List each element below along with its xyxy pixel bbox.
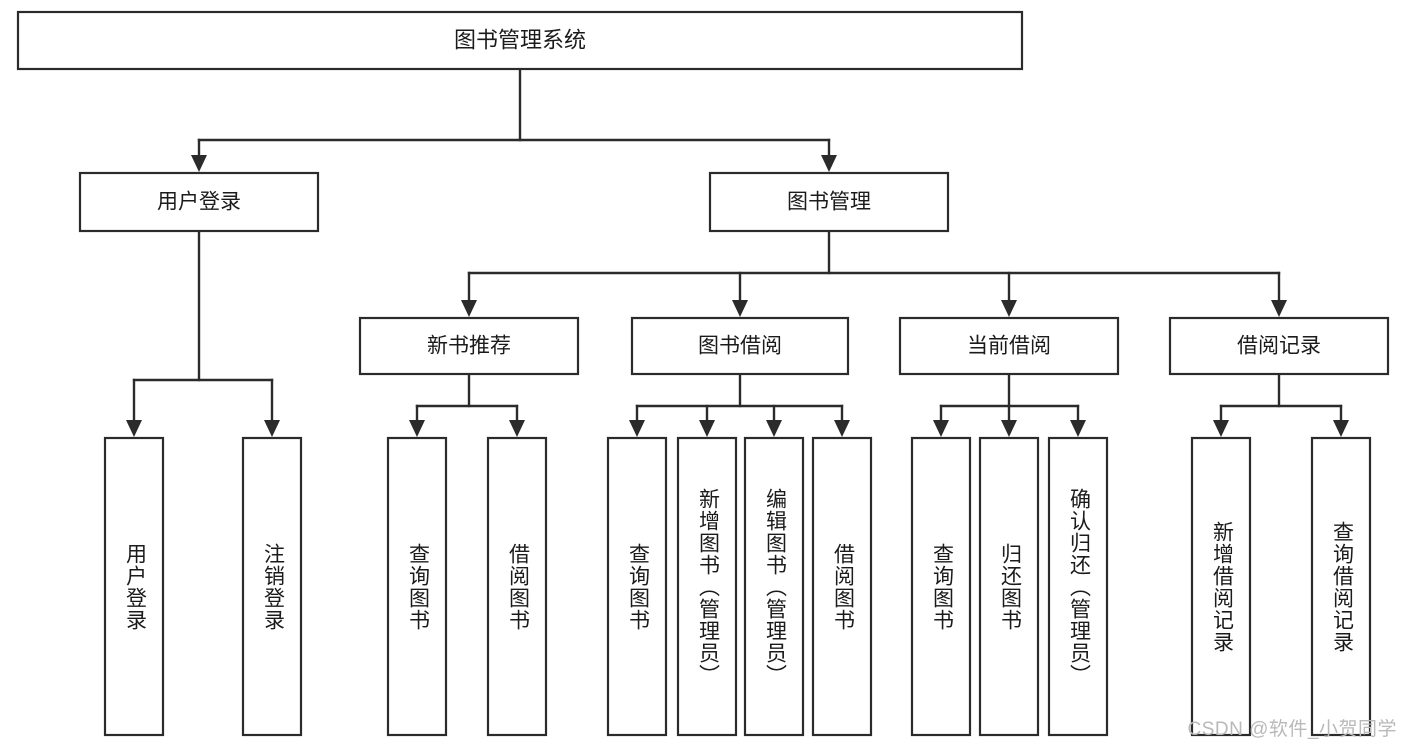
node-box-current-borrow[interactable]	[898, 316, 1120, 376]
arrow-head-icon	[699, 420, 715, 437]
node-box-leaf-add-book[interactable]	[676, 436, 738, 737]
node-box-leaf-add-record[interactable]	[1190, 436, 1252, 737]
arrow-head-icon	[732, 300, 748, 317]
node-box-root[interactable]	[16, 10, 1024, 71]
node-box-leaf-confirm-return[interactable]	[1047, 436, 1109, 737]
node-label-borrow-record: 借阅记录	[1237, 335, 1321, 358]
node-label-book-manage: 图书管理	[787, 191, 871, 214]
arrow-head-icon	[461, 300, 477, 317]
arrow-head-icon	[1213, 420, 1229, 437]
arrow-head-icon	[1001, 420, 1017, 437]
arrow-head-icon	[1070, 420, 1086, 437]
node-box-new-book-rec[interactable]	[358, 316, 580, 376]
node-label-user-login: 用户登录	[157, 191, 241, 214]
arrow-head-icon	[191, 155, 207, 172]
arrow-head-icon	[629, 420, 645, 437]
node-box-leaf-query-record[interactable]	[1310, 436, 1372, 737]
node-box-user-login[interactable]	[78, 171, 320, 233]
arrow-head-icon	[264, 420, 280, 437]
arrow-head-icon	[834, 420, 850, 437]
node-label-current-borrow: 当前借阅	[967, 335, 1051, 358]
arrow-head-icon	[1271, 300, 1287, 317]
node-box-leaf-query-book-1[interactable]	[386, 436, 448, 737]
node-box-leaf-user-login[interactable]	[103, 436, 165, 737]
node-label-root: 图书管理系统	[454, 27, 586, 52]
node-label-book-borrow: 图书借阅	[698, 335, 782, 358]
node-box-leaf-return-book[interactable]	[978, 436, 1040, 737]
arrow-head-icon	[766, 420, 782, 437]
arrow-head-icon	[1001, 300, 1017, 317]
node-box-layer	[16, 10, 1390, 737]
arrow-head-icon	[821, 155, 837, 172]
node-box-leaf-edit-book[interactable]	[743, 436, 805, 737]
node-box-book-manage[interactable]	[708, 171, 950, 233]
arrow-head-icon	[126, 420, 142, 437]
node-box-leaf-borrow-book-2[interactable]	[811, 436, 873, 737]
arrow-head-icon	[409, 420, 425, 437]
arrow-head-icon	[1333, 420, 1349, 437]
node-box-leaf-query-book-3[interactable]	[910, 436, 972, 737]
arrow-head-icon	[509, 420, 525, 437]
node-box-leaf-borrow-book-1[interactable]	[486, 436, 548, 737]
node-box-book-borrow[interactable]	[630, 316, 850, 376]
connector-layer	[126, 67, 1349, 437]
node-box-borrow-record[interactable]	[1168, 316, 1390, 376]
node-box-leaf-logout[interactable]	[241, 436, 303, 737]
node-label-new-book-rec: 新书推荐	[427, 335, 511, 358]
arrow-head-icon	[933, 420, 949, 437]
node-box-leaf-query-book-2[interactable]	[606, 436, 668, 737]
